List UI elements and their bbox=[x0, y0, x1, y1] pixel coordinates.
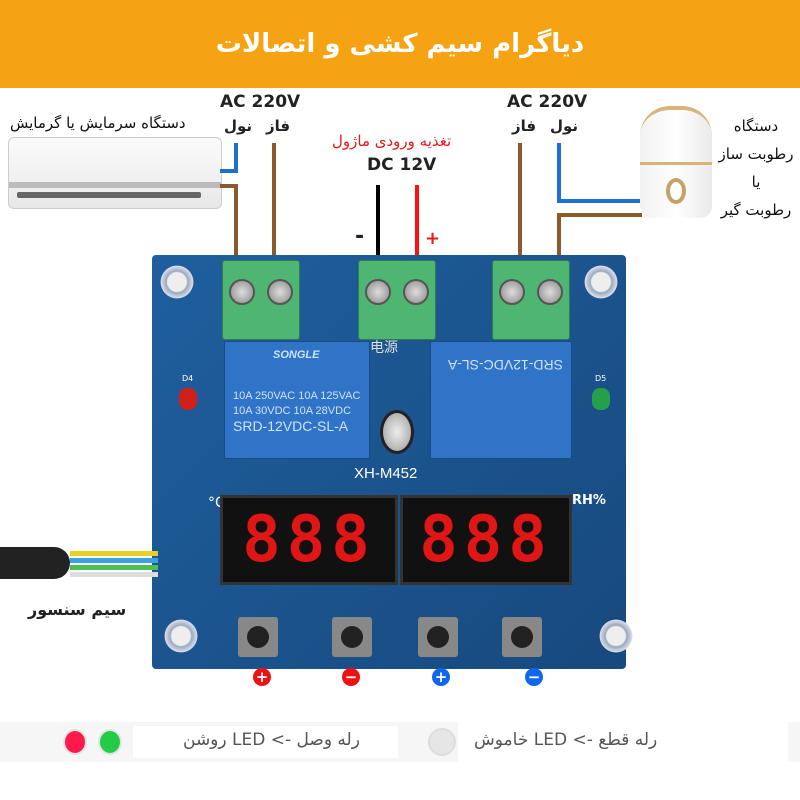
page-title: دیاگرام سیم کشی و اتصالات bbox=[215, 29, 585, 59]
device-line: یا bbox=[751, 173, 761, 191]
temp-down-button[interactable] bbox=[332, 617, 372, 657]
power-input-label: تغذیه ورودی ماژول bbox=[332, 132, 452, 150]
xh-m452-board: 电源 SONGLE 10A 250VAC 10A 125VAC 10A 30VD… bbox=[152, 255, 635, 669]
led-d4-label: D4 bbox=[182, 374, 194, 383]
left-relay: SONGLE 10A 250VAC 10A 125VAC 10A 30VDC 1… bbox=[224, 341, 370, 459]
plus-icon: + bbox=[432, 668, 450, 686]
legend-off-text: رله قطع -> LED خاموش bbox=[474, 730, 658, 750]
capacitor bbox=[380, 410, 414, 454]
green-led-icon bbox=[98, 729, 122, 755]
left-relay-terminal[interactable] bbox=[222, 260, 300, 340]
legend-on-text: رله وصل -> LED روشن bbox=[183, 730, 360, 750]
title-banner: دیاگرام سیم کشی و اتصالات bbox=[0, 0, 800, 88]
led-d4-red bbox=[179, 388, 197, 410]
mount-hole bbox=[582, 263, 620, 301]
right-voltage-label: AC 220V bbox=[507, 92, 588, 112]
sensor-cable bbox=[0, 543, 160, 583]
mount-hole bbox=[597, 617, 635, 655]
device-line: رطوبت گیر bbox=[720, 201, 792, 219]
temperature-digits: 888 bbox=[242, 503, 376, 577]
right-relay-terminal[interactable] bbox=[492, 260, 570, 340]
power-voltage-label: DC 12V bbox=[367, 155, 437, 175]
red-led-icon bbox=[63, 729, 87, 755]
power-terminal[interactable] bbox=[358, 260, 436, 340]
left-device-label: دستگاه سرمایش یا گرمایش bbox=[10, 114, 186, 132]
relay-rating: 10A 250VAC 10A 125VAC bbox=[233, 390, 361, 402]
power-mark: 电源 bbox=[370, 340, 398, 356]
temp-up-button[interactable] bbox=[238, 617, 278, 657]
temperature-display: 888 bbox=[220, 495, 398, 585]
device-line: رطوبت ساز bbox=[718, 145, 794, 163]
relay-model: SRD-12VDC-SL-A bbox=[447, 357, 563, 373]
relay-model: SRD-12VDC-SL-A bbox=[233, 418, 349, 434]
humidity-up-button[interactable] bbox=[418, 617, 458, 657]
mount-hole bbox=[158, 263, 196, 301]
right-phase-label: فاز bbox=[512, 117, 537, 135]
minus-icon: − bbox=[342, 668, 360, 686]
off-led-icon bbox=[428, 728, 456, 756]
humidity-display: 888 bbox=[400, 495, 572, 585]
led-legend: رله وصل -> LED روشن رله قطع -> LED خاموش bbox=[0, 722, 800, 762]
device-line: دستگاه bbox=[733, 117, 779, 135]
relay-brand: SONGLE bbox=[273, 349, 320, 361]
right-neutral-label: نول bbox=[550, 117, 579, 135]
left-voltage-label: AC 220V bbox=[220, 92, 301, 112]
minus-icon: − bbox=[525, 668, 543, 686]
plus-label: + bbox=[425, 228, 441, 249]
right-device-label: دستگاه رطوبت ساز یا رطوبت گیر bbox=[718, 112, 794, 224]
humidity-digits: 888 bbox=[419, 503, 553, 577]
led-d5-green bbox=[592, 388, 610, 410]
mount-hole bbox=[162, 617, 200, 655]
left-phase-label: فاز bbox=[266, 117, 291, 135]
humidity-down-button[interactable] bbox=[502, 617, 542, 657]
right-relay: SRD-12VDC-SL-A bbox=[430, 341, 572, 459]
plus-icon: + bbox=[253, 668, 271, 686]
sensor-label: سیم سنسور bbox=[28, 600, 127, 619]
board-model: XH-M452 bbox=[354, 465, 418, 482]
relay-rating: 10A 30VDC 10A 28VDC bbox=[233, 405, 352, 417]
humidifier-image bbox=[640, 106, 712, 218]
minus-label: - bbox=[355, 224, 365, 249]
air-conditioner-image bbox=[8, 137, 222, 209]
left-neutral-label: نول bbox=[224, 117, 253, 135]
unit-humidity: RH% bbox=[572, 493, 606, 508]
led-d5-label: D5 bbox=[595, 374, 607, 383]
